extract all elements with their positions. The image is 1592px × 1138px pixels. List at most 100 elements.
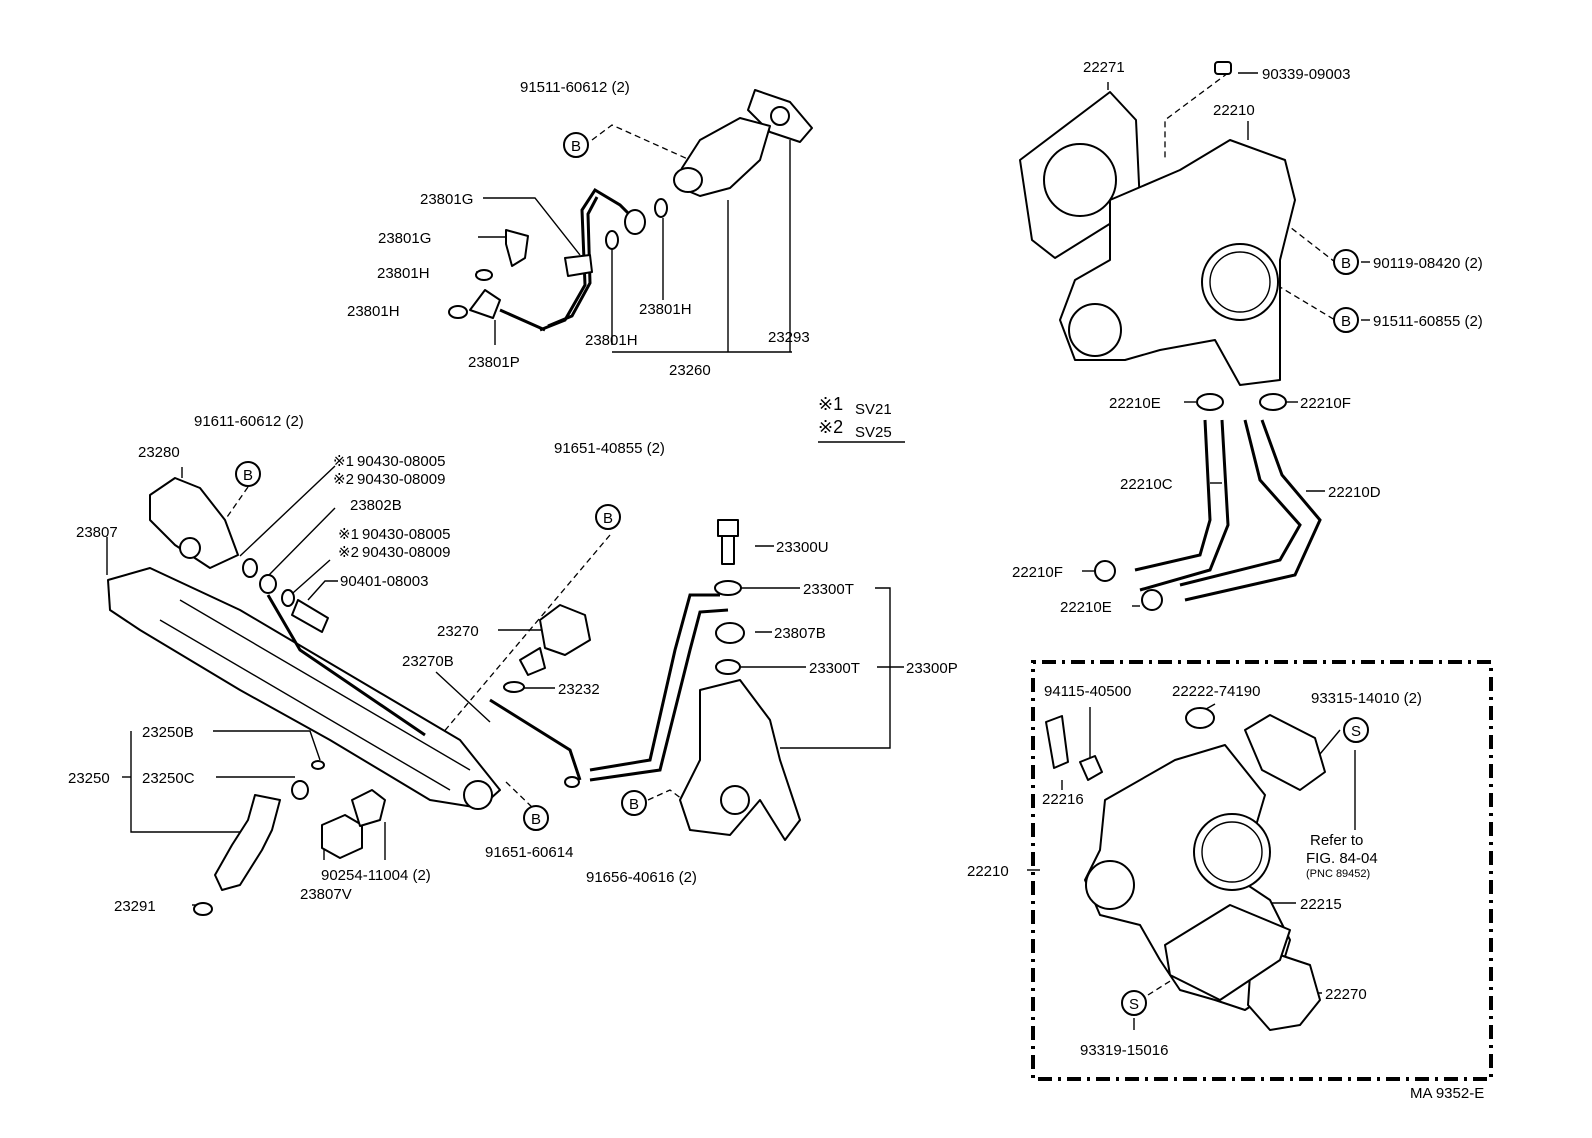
- symbol-b-2: B: [1333, 249, 1359, 275]
- label-22210f-1: 22210F: [1300, 395, 1351, 412]
- label-23801h-1: 23801H: [377, 265, 430, 282]
- label-23801h-2: 23801H: [347, 303, 400, 320]
- washer-23801h-1: [475, 269, 493, 281]
- sensor-22270: [1247, 954, 1321, 1031]
- label-22210-top: 22210: [1213, 102, 1255, 119]
- svg-text:B: B: [603, 510, 613, 527]
- label-94115-40500: 94115-40500: [1044, 683, 1131, 700]
- svg-text:S: S: [1129, 996, 1139, 1013]
- label-23801g-2: 23801G: [378, 230, 431, 247]
- legend-text-2: SV25: [855, 424, 892, 441]
- sensor-23270: [539, 604, 591, 656]
- label-22270: 22270: [1325, 986, 1367, 1003]
- circle-symbols: B B B B B B B S S: [235, 132, 1369, 1016]
- label-22222-74190: 22222-74190: [1172, 683, 1260, 700]
- mark-2-b: ※2: [338, 544, 359, 561]
- label-90254-11004: 90254-11004 (2): [321, 867, 431, 884]
- label-23250c: 23250C: [142, 770, 195, 787]
- washer-23300t-2: [715, 659, 741, 675]
- label-90430-08009-1: 90430-08009: [357, 471, 445, 488]
- label-23270: 23270: [437, 623, 479, 640]
- label-22210c: 22210C: [1120, 476, 1173, 493]
- clamp-22210f-2: [1094, 560, 1116, 582]
- part-labels: 91511-60612 (2) 23801G 23801G 23801H 238…: [68, 59, 1483, 1059]
- svg-text:S: S: [1351, 723, 1361, 740]
- label-23300p: 23300P: [906, 660, 958, 677]
- bolt-23801g: [505, 229, 529, 267]
- label-23807: 23807: [76, 524, 118, 541]
- label-23260: 23260: [669, 362, 711, 379]
- insulator-23250c: [291, 780, 309, 800]
- svg-text:B: B: [1341, 255, 1351, 272]
- label-91511-60855: 91511-60855 (2): [1373, 313, 1483, 330]
- label-23232: 23232: [558, 681, 600, 698]
- refer-line-3: (PNC 89452): [1306, 868, 1370, 880]
- label-23802b: 23802B: [350, 497, 402, 514]
- legend-text-1: SV21: [855, 401, 892, 418]
- washer-23801h-3: [605, 230, 619, 250]
- mark-2-a: ※2: [333, 471, 354, 488]
- kit-border: [1031, 660, 1493, 1081]
- washer-23300t-1: [714, 580, 742, 596]
- label-22210e-1: 22210E: [1109, 395, 1161, 412]
- refer-line-1: Refer to: [1310, 832, 1363, 849]
- symbol-s-1: S: [1343, 717, 1369, 743]
- label-23293: 23293: [768, 329, 810, 346]
- label-22271: 22271: [1083, 59, 1125, 76]
- washer-23801h-2: [448, 305, 468, 319]
- label-90430-08005-2: 90430-08005: [362, 526, 450, 543]
- refer-line-2: FIG. 84-04: [1306, 850, 1378, 867]
- label-91511-60612: 91511-60612 (2): [520, 79, 630, 96]
- label-23300u: 23300U: [776, 539, 829, 556]
- label-22215: 22215: [1300, 896, 1342, 913]
- symbol-b-7: B: [621, 790, 647, 816]
- label-23250b: 23250B: [142, 724, 194, 741]
- mark-1-a: ※1: [333, 453, 354, 470]
- drawing-code: MA 9352-E: [1410, 1085, 1484, 1102]
- label-23300t-1: 23300T: [803, 581, 854, 598]
- label-23291: 23291: [114, 898, 156, 915]
- injector-23250: [214, 794, 281, 891]
- label-23280: 23280: [138, 444, 180, 461]
- screw-94115: [1045, 715, 1069, 769]
- symbol-b-4: B: [235, 461, 261, 487]
- label-91656-40616: 91656-40616 (2): [586, 869, 697, 886]
- label-22210e-2: 22210E: [1060, 599, 1112, 616]
- bolt-90401: [291, 599, 329, 633]
- leader-lines: [106, 72, 1370, 1030]
- regulator-23280: [149, 477, 239, 569]
- label-23270b: 23270B: [402, 653, 454, 670]
- fitting-23807b: [715, 622, 745, 644]
- washer-23801h-4: [654, 198, 668, 218]
- label-23250: 23250: [68, 770, 110, 787]
- fuel-rail-23807: [107, 567, 501, 809]
- svg-text:B: B: [629, 796, 639, 813]
- gasket-22215: [1164, 904, 1291, 1001]
- oring-23232: [503, 681, 525, 693]
- grommet-23291: [193, 902, 213, 916]
- symbol-b-1: B: [563, 132, 589, 158]
- label-23801h-3: 23801H: [639, 301, 692, 318]
- symbol-b-3: B: [1333, 307, 1359, 333]
- label-90430-08009-2: 90430-08009: [362, 544, 450, 561]
- label-23801p: 23801P: [468, 354, 520, 371]
- symbol-b-5: B: [595, 504, 621, 530]
- label-23300t-2: 23300T: [809, 660, 860, 677]
- plug-22222: [1185, 707, 1215, 729]
- svg-text:B: B: [531, 811, 541, 828]
- label-23807b: 23807B: [774, 625, 826, 642]
- legend-mark-2: ※2: [818, 417, 843, 437]
- spacer-90254: [351, 789, 386, 827]
- injector-23300p: [679, 679, 801, 841]
- label-93315-14010: 93315-14010 (2): [1311, 690, 1422, 707]
- label-91651-40855: 91651-40855 (2): [554, 440, 665, 457]
- label-23807v: 23807V: [300, 886, 352, 903]
- label-90119-08420: 90119-08420 (2): [1373, 255, 1483, 272]
- svg-text:B: B: [1341, 313, 1351, 330]
- label-93319-15016: 93319-15016: [1080, 1042, 1168, 1059]
- mark-1-b: ※1: [338, 526, 359, 543]
- label-23801h-4: 23801H: [585, 332, 638, 349]
- label-23801g-1: 23801G: [420, 191, 473, 208]
- label-22210-kit: 22210: [967, 863, 1009, 880]
